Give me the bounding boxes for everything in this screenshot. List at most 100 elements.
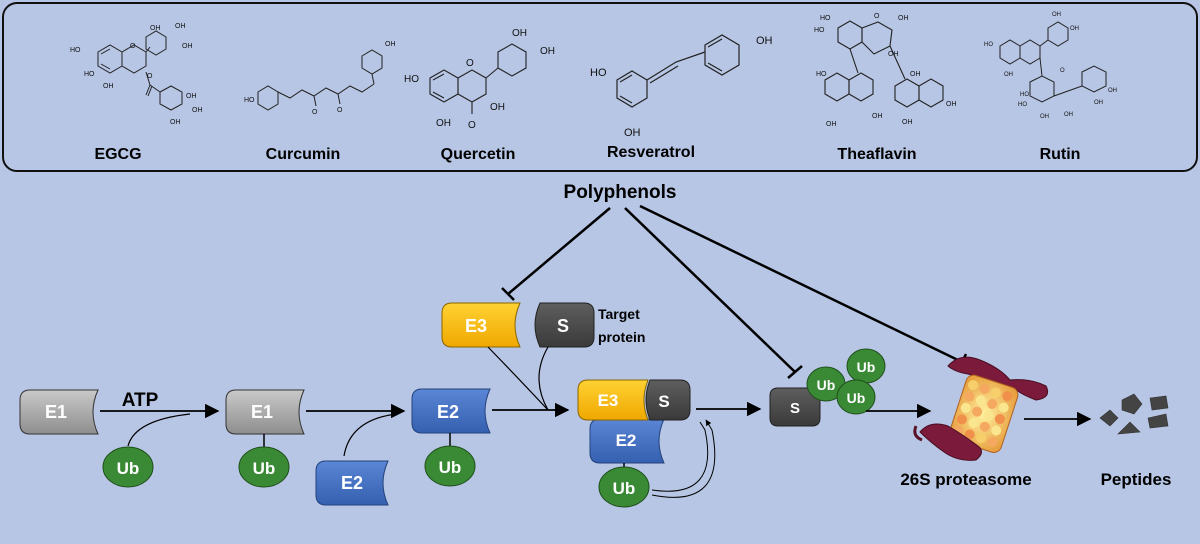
chem-label: OH xyxy=(826,121,837,128)
s-label: S xyxy=(557,316,569,336)
proteasome-label: 26S proteasome xyxy=(900,470,1031,489)
inhibit-e3-line xyxy=(507,207,611,295)
chem-label: HO xyxy=(1020,92,1029,98)
chem-label: OH xyxy=(1070,26,1079,32)
curcumin-labels: HO OH O O xyxy=(244,41,396,116)
chem-label: HO xyxy=(816,71,827,78)
proteasome-icon xyxy=(913,356,1049,461)
chem-label: OH xyxy=(1094,100,1103,106)
polyphenols-label: Polyphenols xyxy=(564,182,677,203)
chem-label: OH xyxy=(756,35,773,47)
peptides-label: Peptides xyxy=(1101,470,1172,489)
e3-free: E3 xyxy=(441,302,521,348)
compound-name-curcumin: Curcumin xyxy=(266,146,341,163)
chem-label: OH xyxy=(490,102,505,113)
peptides-icon xyxy=(1099,393,1169,435)
theaflavin-structure xyxy=(824,20,944,108)
inhibition-lines xyxy=(501,204,968,379)
resveratrol-structure xyxy=(616,34,740,108)
rutin-structure xyxy=(999,21,1107,103)
chem-label: OH xyxy=(1052,12,1061,18)
chem-label: O xyxy=(468,120,476,131)
ub-free: Ub xyxy=(102,446,154,488)
target-protein-label-line2: protein xyxy=(598,329,645,345)
ub-label: Ub xyxy=(439,458,462,477)
egcg-structure xyxy=(97,30,183,111)
ub-label: Ub xyxy=(253,459,276,478)
chem-label: OH xyxy=(175,23,186,30)
substrate-free: S xyxy=(534,302,595,348)
e2-label: E2 xyxy=(341,473,363,493)
atp-label: ATP xyxy=(122,390,159,411)
chem-label: HO xyxy=(984,42,993,48)
e1-initial: E1 xyxy=(19,389,99,435)
e1-ub-complex: E1 Ub xyxy=(225,389,305,488)
chem-label: OH xyxy=(902,119,913,126)
ub-label: Ub xyxy=(847,390,866,406)
chem-label: OH xyxy=(898,15,909,22)
chem-label: OH xyxy=(1108,88,1117,94)
chem-label: OH xyxy=(103,83,114,90)
chem-label: OH xyxy=(192,107,203,114)
e1-label: E1 xyxy=(45,402,67,422)
chem-label: OH xyxy=(436,118,451,129)
chem-label: OH xyxy=(1004,72,1013,78)
e1-label: E1 xyxy=(251,402,273,422)
ub-label: Ub xyxy=(117,459,140,478)
polyubiquitinated-substrate: S Ub Ub Ub xyxy=(769,348,886,427)
inhibit-ubiquitination-bar xyxy=(787,365,803,379)
e3-s-e2-ub-complex: E2 E3 S Ub xyxy=(577,379,691,508)
inhibit-proteasome-line xyxy=(639,204,963,364)
chem-label: OH xyxy=(888,51,899,58)
inhibit-ubiquitination-line xyxy=(624,207,796,373)
chem-label: HO xyxy=(244,97,255,104)
chem-label: OH xyxy=(182,43,193,50)
chem-label: OH xyxy=(512,28,527,39)
chem-label: O xyxy=(130,43,136,50)
chem-label: O xyxy=(466,58,474,69)
quercetin-labels: HO OH O OH O OH OH xyxy=(404,28,555,131)
e3-join-line xyxy=(487,346,549,411)
chem-label: OH xyxy=(910,71,921,78)
quercetin-structure xyxy=(429,43,527,114)
curcumin-structure xyxy=(257,49,383,111)
e2-ub-complex: E2 Ub xyxy=(411,388,491,487)
chem-label: O xyxy=(312,109,318,116)
chem-label: OH xyxy=(946,101,957,108)
ub-label: Ub xyxy=(817,377,836,393)
chem-label: HO xyxy=(84,71,95,78)
ub-transfer-curve-outer xyxy=(651,421,709,492)
s-label: S xyxy=(658,392,669,411)
chem-label: OH xyxy=(150,25,161,32)
chem-label: HO xyxy=(404,74,419,85)
chem-label: HO xyxy=(820,15,831,22)
chem-label: HO xyxy=(590,67,607,79)
chem-label: OH xyxy=(540,46,555,57)
chem-label: HO xyxy=(1018,102,1027,108)
compounds-panel xyxy=(2,2,1198,172)
compound-name-quercetin: Quercetin xyxy=(441,146,516,163)
ub-label: Ub xyxy=(857,359,876,375)
compound-name-resveratrol: Resveratrol xyxy=(607,144,695,161)
e2-free: E2 xyxy=(315,460,389,506)
chem-label: HO xyxy=(70,47,81,54)
inhibit-e3-bar xyxy=(501,287,515,301)
resveratrol-labels: HO OH OH xyxy=(590,35,773,139)
e3-label: E3 xyxy=(598,391,619,410)
chem-label: OH xyxy=(385,41,396,48)
chem-label: O xyxy=(1060,68,1065,74)
e2-label: E2 xyxy=(616,431,637,450)
e2-label: E2 xyxy=(437,402,459,422)
chem-label: OH xyxy=(1040,114,1049,120)
ub-join-curve xyxy=(127,413,191,447)
chem-label: OH xyxy=(170,119,181,126)
chem-label: OH xyxy=(624,127,641,139)
theaflavin-labels: HO O OH HO OH OH HO OH OH OH OH xyxy=(814,13,957,128)
egcg-labels: HO HO OH OH OH OH O O OH OH OH xyxy=(70,23,203,126)
chem-label: O xyxy=(147,73,153,80)
s-label: S xyxy=(790,400,800,417)
chem-label: OH xyxy=(872,113,883,120)
chem-label: OH xyxy=(186,93,197,100)
